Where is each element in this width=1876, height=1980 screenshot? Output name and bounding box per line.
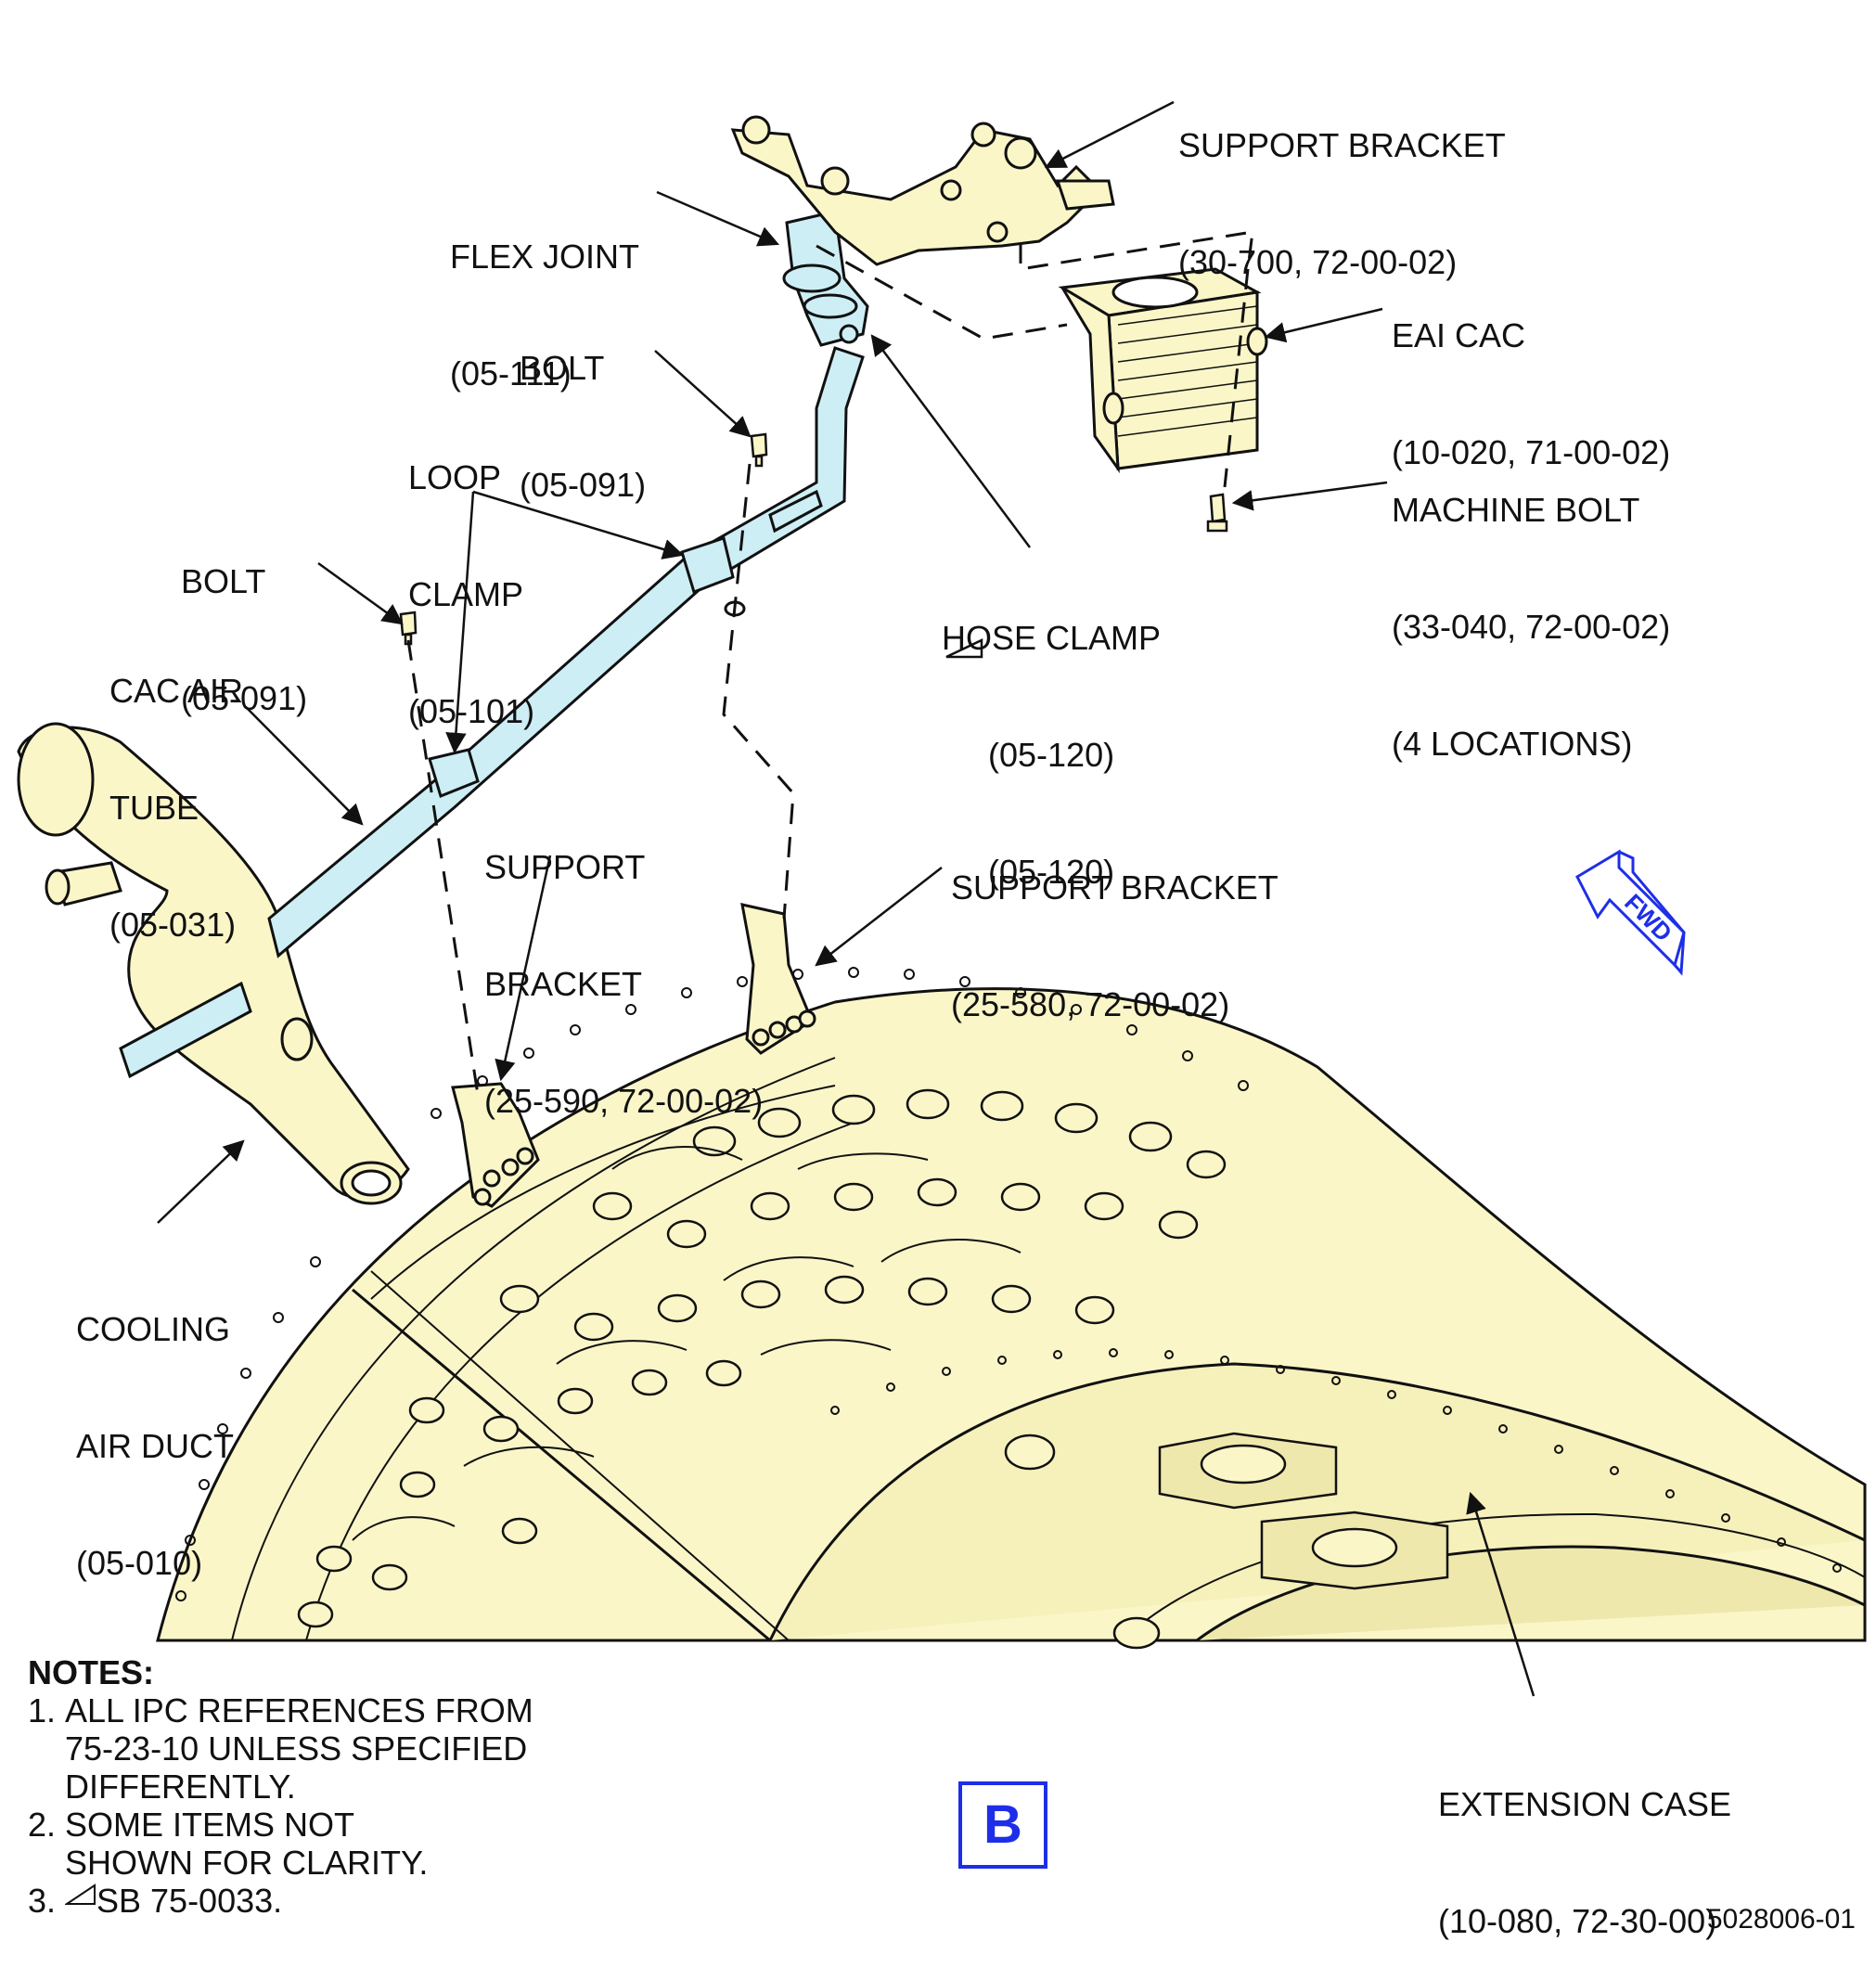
note-flag-icon [65,1884,96,1905]
label-line: BOLT [520,349,605,387]
label-support-bracket-right: SUPPORT BRACKET (25-580, 72-00-02) [951,791,1279,1063]
note-item: 1.ALL IPC REFERENCES FROM [28,1691,533,1729]
engine-bosses [297,1088,1227,1650]
note-text: SHOWN FOR CLARITY. [65,1844,429,1882]
label-line: (10-020, 71-00-02) [1392,433,1671,471]
label-line: (25-580, 72-00-02) [951,985,1230,1023]
label-flex-joint: FLEX JOINT (05-111) [450,160,639,432]
label-line: (05-101) [408,692,535,730]
label-line: COOLING [76,1310,231,1348]
cooling-air-duct [17,722,410,1205]
label-line: (10-080, 72-30-00) [1438,1902,1717,1940]
label-line: (05-010) [76,1544,203,1582]
note-item: SHOWN FOR CLARITY. [28,1844,533,1882]
label-cooling-air-duct: COOLING AIR DUCT (05-010) [76,1232,234,1622]
note-text: ALL IPC REFERENCES FROM [65,1691,533,1729]
label-line: FLEX JOINT [450,238,640,276]
engine-slots [352,1146,1022,1541]
label-line: CAC AIR [109,672,244,710]
leader-lines [157,100,1535,1697]
label-line: TUBE [109,789,199,827]
note-text: 75-23-10 UNLESS SPECIFIED [65,1729,528,1768]
label-line: BRACKET [484,965,643,1003]
label-line: MACHINE BOLT [1392,491,1640,529]
label-line: (05-031) [109,906,237,944]
label-machine-bolt: MACHINE BOLT (33-040, 72-00-02) (4 LOCAT… [1392,413,1670,803]
label-support-bracket-left: SUPPORT BRACKET (25-590, 72-00-02) [484,770,763,1160]
note-number: 3. [28,1882,57,1920]
extension-case-ports [1158,1432,1449,1590]
label-line: (05-120) [988,736,1115,774]
top-support-bracket [730,115,1115,266]
note-item: 75-23-10 UNLESS SPECIFIED [28,1729,533,1768]
notes-title: NOTES: [28,1653,155,1691]
eai-cac [1058,267,1268,474]
label-support-bracket-top: SUPPORT BRACKET (30-700, 72-00-02) [1178,48,1506,321]
note-text: SOME ITEMS NOT [65,1806,355,1844]
label-line: (05-091) [520,466,647,504]
label-line: (05-120) [988,853,1115,891]
label-line: CLAMP [408,575,524,613]
note-item: DIFFERENTLY. [28,1768,533,1806]
note-number: 1. [28,1691,57,1729]
label-line: LOOP [408,458,502,496]
label-line: (05-091) [181,679,308,717]
label-hose-clamp: HOSE CLAMP (05-120) (05-120) [942,541,1161,931]
label-line: (4 LOCATIONS) [1392,725,1633,763]
label-bolt-upper: BOLT (05-091) [520,271,646,544]
label-line: AIR DUCT [76,1427,234,1465]
fwd-arrow-icon [1575,849,1686,976]
view-letter-badge: B [958,1781,1047,1869]
label-line: SUPPORT BRACKET [1178,126,1506,164]
label-eai-cac: EAI CAC (10-020, 71-00-02) [1392,238,1670,511]
note-text: SB 75-0033. [96,1882,283,1920]
label-extension-case: EXTENSION CASE (10-080, 72-30-00) [1438,1707,1731,1980]
label-line: EAI CAC [1392,316,1526,354]
assembly-lines [406,230,1254,1096]
figure-number: 5028006-01 [1706,1904,1856,1935]
label-line: SUPPORT [484,848,646,886]
bolts [399,432,1228,646]
note-flag-icon [945,638,983,659]
note-item: 3. SB 75-0033. [28,1882,533,1920]
engine-case [156,987,1867,1642]
label-line: (33-040, 72-00-02) [1392,608,1671,646]
label-cac-air-tube: CAC AIR TUBE (05-031) [109,594,243,984]
note-number: 2. [28,1806,57,1844]
note-item: 2.SOME ITEMS NOT [28,1806,533,1844]
notes-block: NOTES: 1.ALL IPC REFERENCES FROM 75-23-1… [28,1653,533,1920]
label-line: BOLT [181,562,266,600]
label-line: (05-111) [450,354,572,392]
label-line: (30-700, 72-00-02) [1178,243,1458,281]
note-text: DIFFERENTLY. [65,1768,296,1806]
engine-support-brackets [451,903,816,1208]
label-loop-clamp: LOOP CLAMP (05-101) [408,380,534,770]
label-line: (25-590, 72-00-02) [484,1082,764,1120]
label-line: SUPPORT BRACKET [951,868,1279,906]
label-line: EXTENSION CASE [1438,1785,1732,1823]
label-bolt-lower: BOLT (05-091) [181,484,307,757]
label-line: HOSE CLAMP [942,619,1162,657]
